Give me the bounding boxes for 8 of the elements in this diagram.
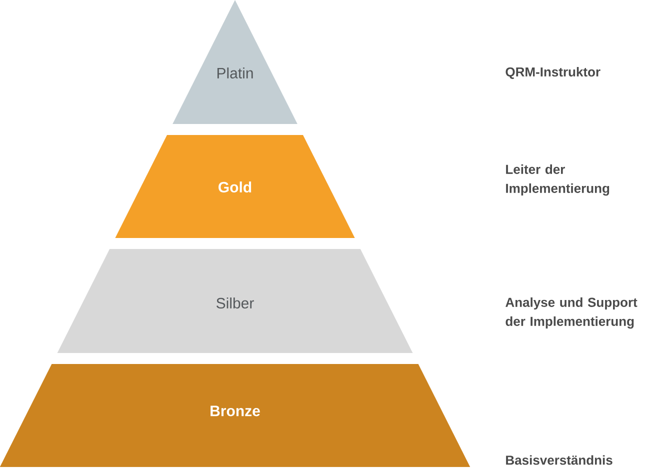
pyramid-tier: Bronze bbox=[0, 364, 470, 467]
pyramid-tip: Platin bbox=[172, 0, 298, 124]
pyramid-tier: Silber bbox=[57, 249, 413, 353]
tier-description: Basisverständnis bbox=[506, 455, 612, 465]
tier-description: Analyse und Support der Implementierung bbox=[506, 297, 638, 329]
tier-description: QRM-Instruktor bbox=[506, 67, 600, 79]
pyramid-tier: Gold bbox=[115, 135, 355, 238]
tier-description: Leiter der Implementierung bbox=[506, 164, 610, 196]
